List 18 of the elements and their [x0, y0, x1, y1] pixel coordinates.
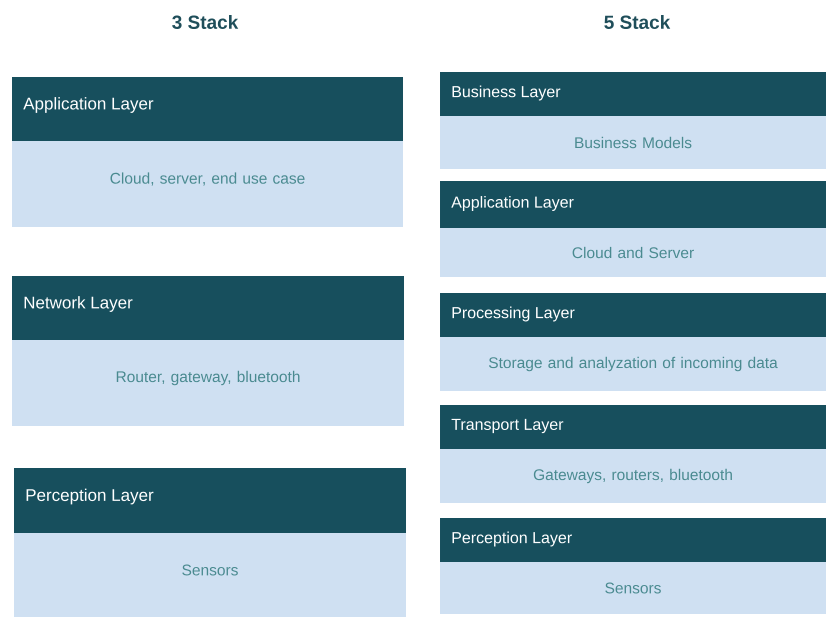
layer-title: Business Layer [452, 86, 560, 100]
layer-title: Network Layer [24, 296, 132, 312]
layer-title: Transport Layer [452, 418, 564, 434]
layer-title: Processing Layer [452, 306, 575, 322]
layer-description: Gateways, routers, bluetooth [534, 468, 732, 484]
layer-title: Perception Layer [452, 532, 572, 546]
layer-description: Router, gateway, bluetooth [116, 370, 300, 386]
layer-description: Cloud, server, end use case [110, 172, 305, 186]
layer-description: Sensors [182, 564, 238, 576]
column-heading: 5 Stack [604, 15, 670, 29]
layer-description: Business Models [575, 136, 692, 148]
layer-title: Application Layer [23, 97, 154, 113]
column-heading: 3 Stack [172, 15, 238, 29]
layer-description: Cloud and Server [572, 246, 694, 258]
layer-description: Storage and analyzation of incoming data [488, 356, 778, 372]
layer-description: Sensors [605, 582, 661, 594]
layer-title: Application Layer [451, 196, 574, 211]
layer-title: Perception Layer [26, 488, 154, 504]
